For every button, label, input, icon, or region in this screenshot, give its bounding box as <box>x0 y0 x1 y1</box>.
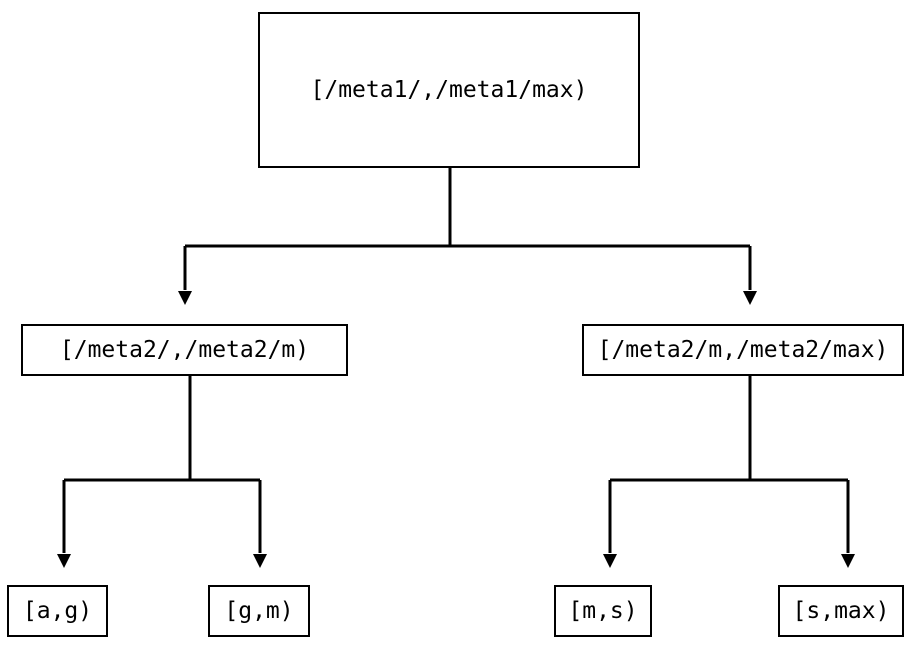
edge-root-to-mid-left <box>183 168 452 290</box>
tree-node-leaf-a-g[interactable]: [a,g) <box>7 585 108 637</box>
arrowhead-to-leaf-s-max <box>841 554 855 568</box>
edge-root-to-mid-right <box>450 244 752 290</box>
edge-mid-right-to-leaves <box>608 376 850 553</box>
tree-node-leaf-s-max[interactable]: [s,max) <box>778 585 904 637</box>
arrowhead-to-mid-right <box>743 291 757 305</box>
tree-node-mid-right[interactable]: [/meta2/m,/meta2/max) <box>582 324 904 376</box>
tree-node-leaf-g-m[interactable]: [g,m) <box>208 585 310 637</box>
tree-node-leaf-m-s[interactable]: [m,s) <box>554 585 652 637</box>
arrowhead-to-leaf-a-g <box>57 554 71 568</box>
tree-node-root[interactable]: [/meta1/,/meta1/max) <box>258 12 640 168</box>
edge-mid-left-to-leaves <box>62 376 262 553</box>
arrowhead-to-leaf-m-s <box>603 554 617 568</box>
arrowhead-to-mid-left <box>178 291 192 305</box>
tree-node-mid-left[interactable]: [/meta2/,/meta2/m) <box>21 324 348 376</box>
arrowhead-to-leaf-g-m <box>253 554 267 568</box>
